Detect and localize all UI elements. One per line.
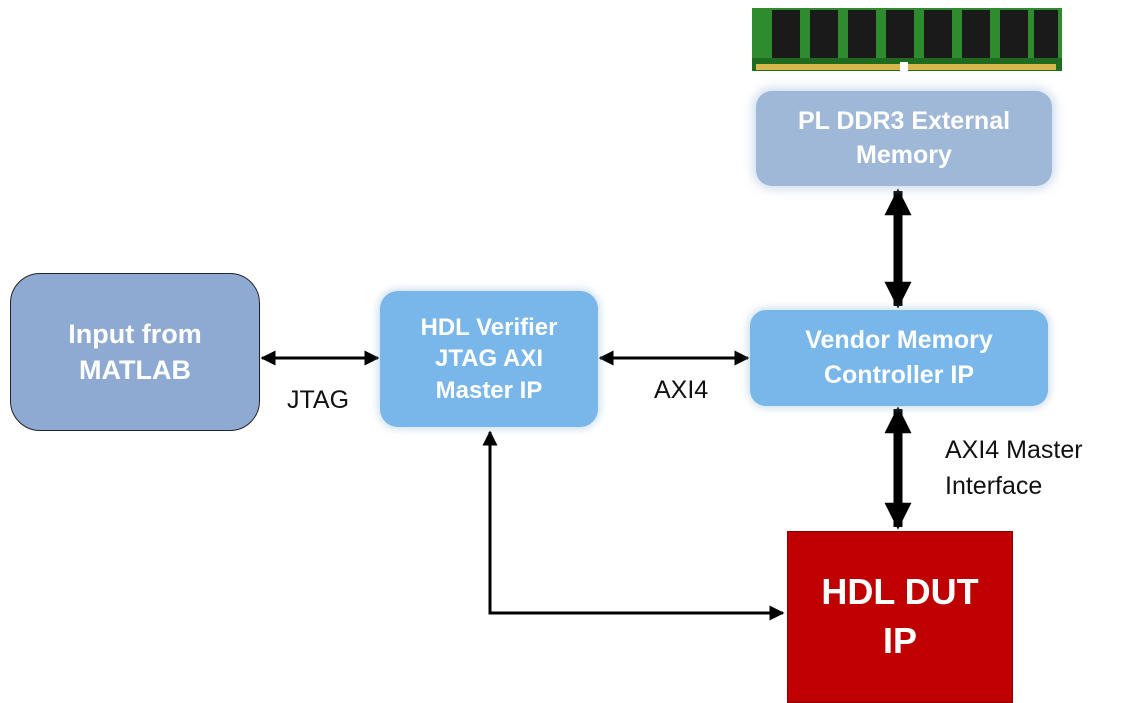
jtag-axi-master-block: HDL Verifier JTAG AXI Master IP [380, 291, 598, 427]
dut-feedback-arrow [482, 430, 785, 621]
jtag-label: JTAG [287, 386, 350, 414]
axi4-master-interface-label: AXI4 Master Interface [945, 436, 1083, 501]
ddr3-memory-block: PL DDR3 External Memory [756, 91, 1052, 186]
axi4-label: AXI4 [654, 376, 709, 404]
vendor-memory-controller-block: Vendor Memory Controller IP [750, 310, 1048, 406]
hdl-dut-block: HDL DUT IP [787, 531, 1013, 703]
matlab-input-block: Input from MATLAB [10, 273, 260, 431]
ram-module-icon [752, 8, 1062, 72]
